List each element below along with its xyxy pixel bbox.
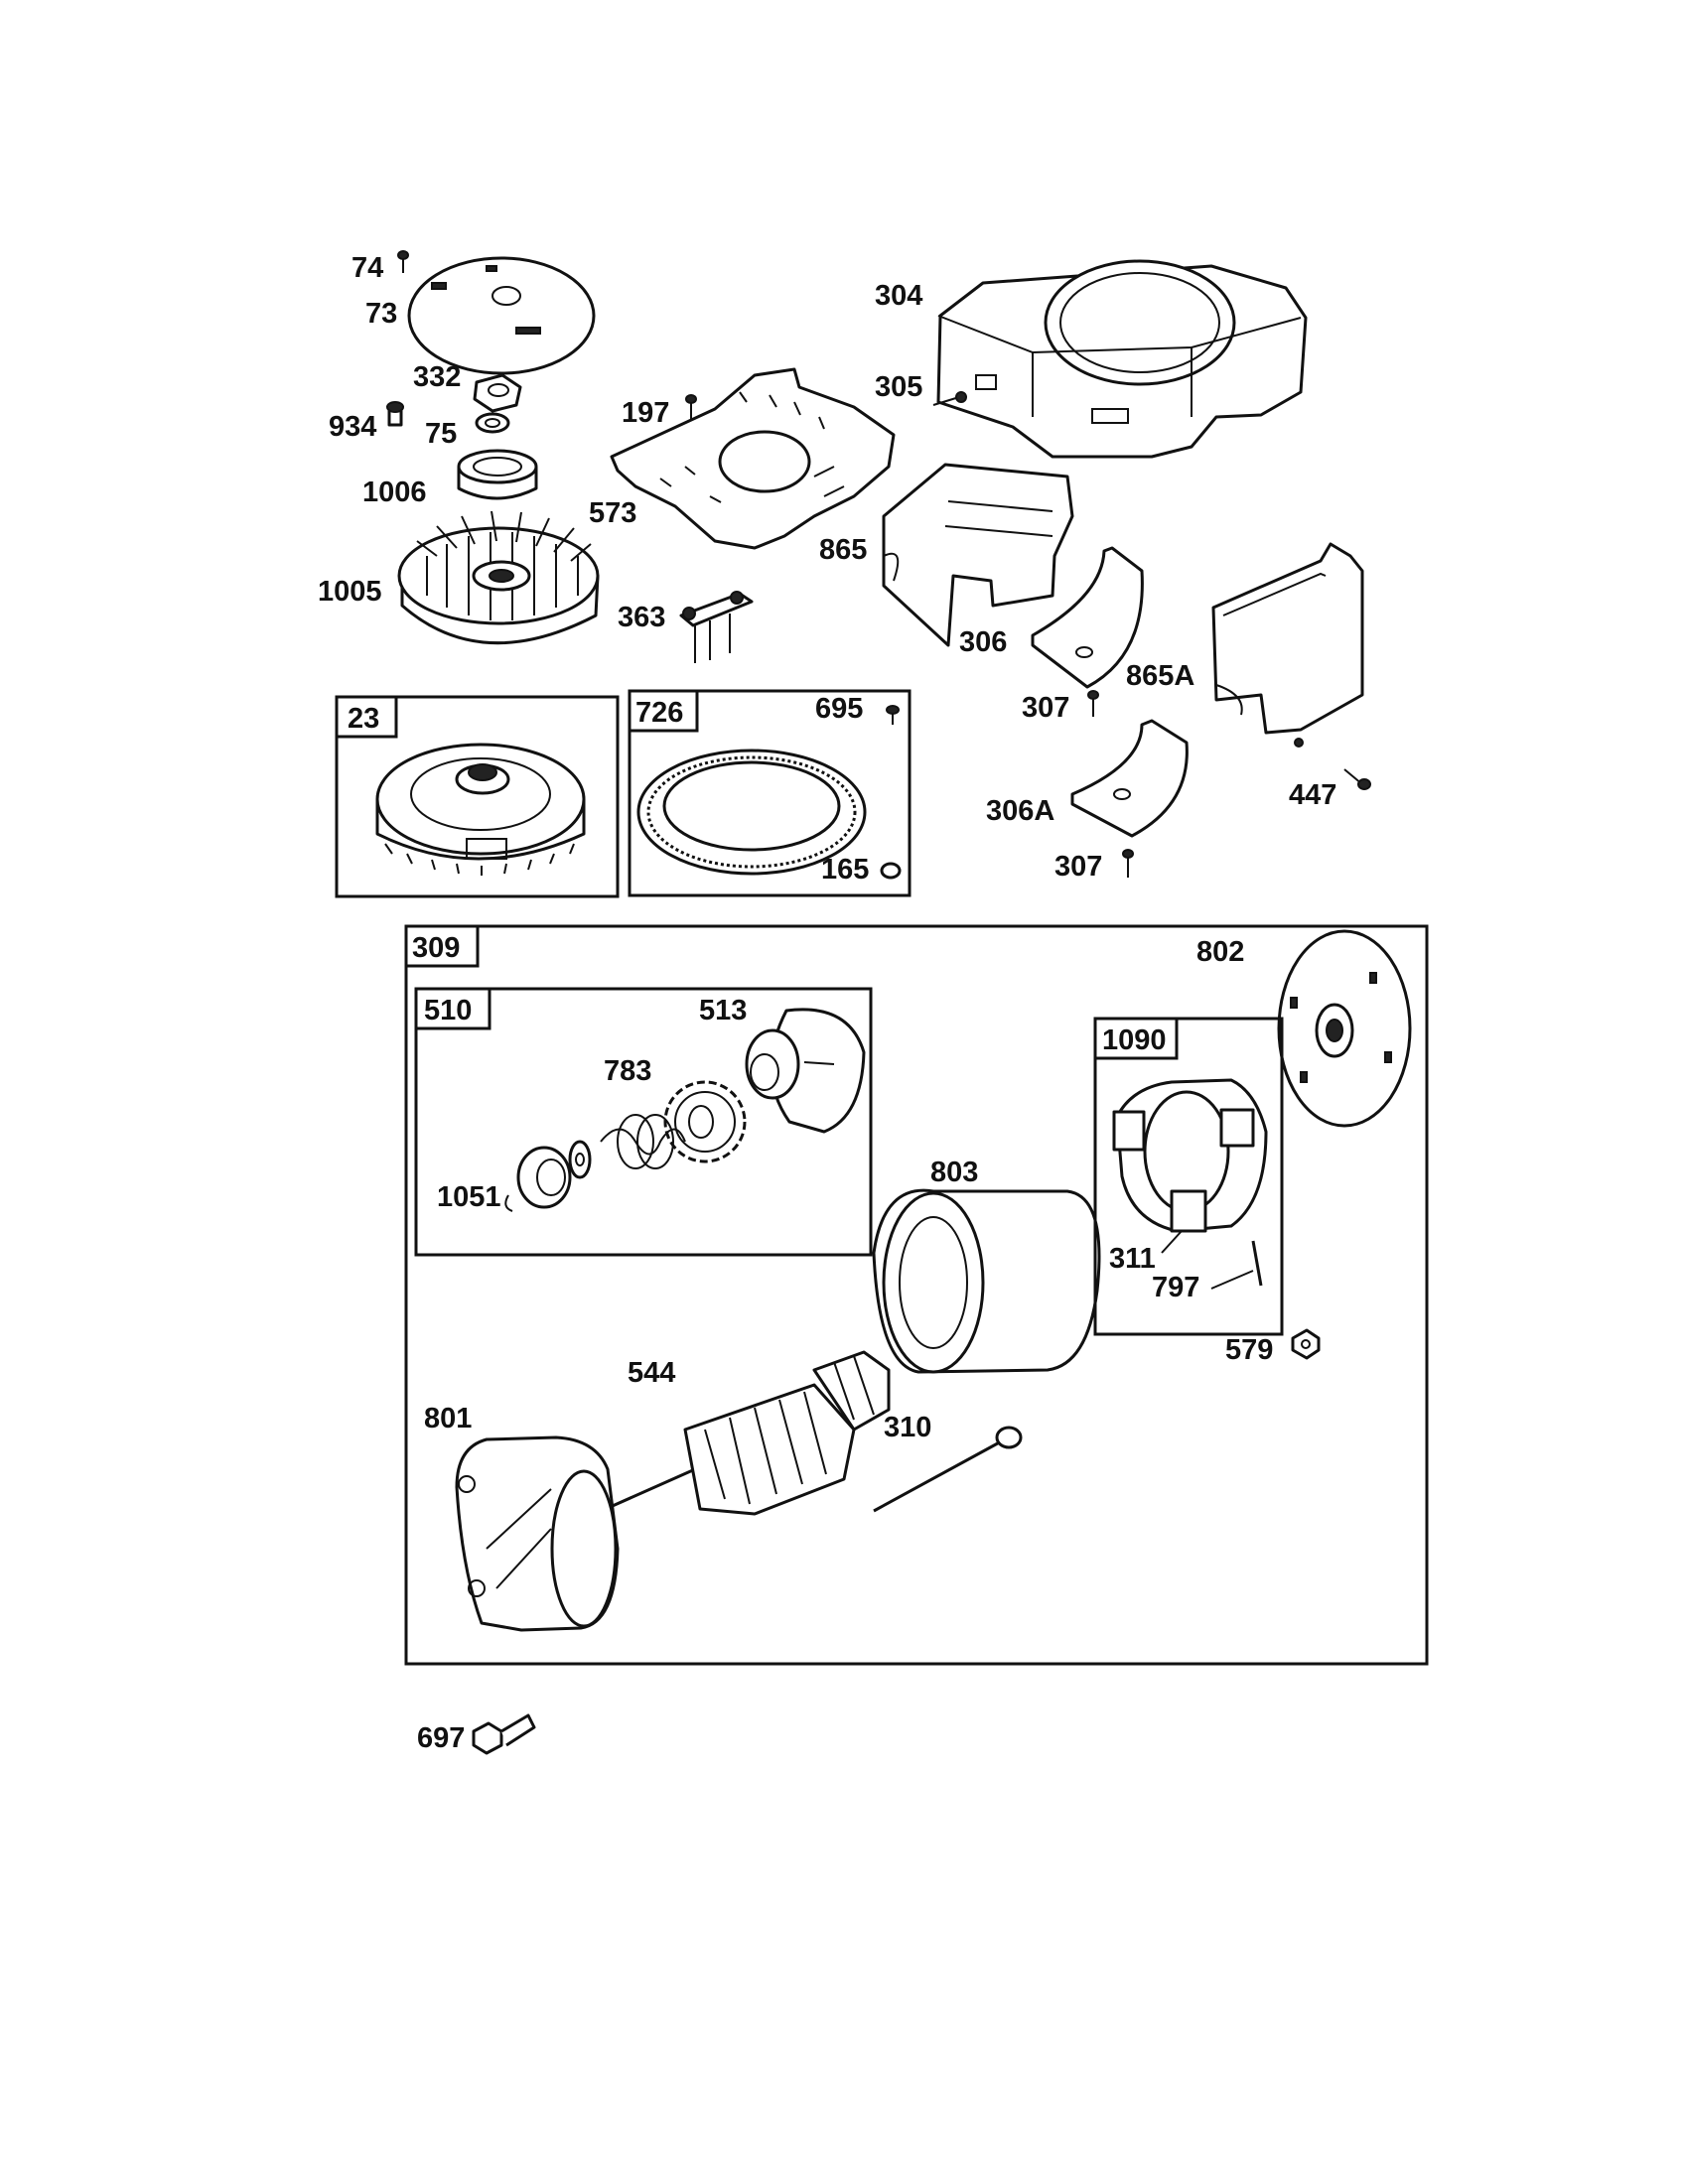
screw-307a-drawing [1087,690,1099,717]
label-75: 75 [425,418,457,450]
box-309 [404,924,1429,1666]
plate-802-drawing [1277,929,1412,1128]
label-697: 697 [417,1722,465,1754]
label-803: 803 [930,1157,978,1188]
nut-332-drawing [473,373,522,413]
label-797: 797 [1152,1272,1199,1303]
washer-75-drawing [475,412,510,434]
leader-797 [1210,1270,1254,1290]
screw-307b-drawing [1122,849,1134,878]
label-363: 363 [618,602,665,633]
label-1006: 1006 [362,477,427,508]
spring-drawing [600,1114,686,1169]
leader-311 [1161,1230,1183,1254]
box-1090-label: 1090 [1102,1024,1167,1056]
label-573: 573 [589,497,636,529]
nut-579-drawing [1291,1328,1321,1360]
label-544: 544 [628,1357,675,1389]
label-865: 865 [819,534,867,566]
box-1090 [1093,1017,1284,1336]
box-23-label: 23 [348,703,379,735]
box-23-tag [335,695,398,739]
label-307-upper: 307 [1022,692,1069,724]
label-311: 311 [1109,1243,1156,1275]
box-1090-tag [1093,1017,1179,1060]
screw-74-drawing [397,250,409,273]
pinion-783-drawing [663,1080,747,1163]
box-309-tag [404,924,480,968]
ring-gear-726-drawing [636,749,867,876]
label-579: 579 [1225,1334,1273,1366]
bolt-934-drawing [386,401,404,427]
label-304: 304 [875,280,922,312]
label-332: 332 [413,361,461,393]
bracket-363-drawing [679,591,754,663]
label-695: 695 [815,693,863,725]
collar-1051-drawing [504,1146,572,1212]
flywheel-23-drawing [375,743,586,876]
washer-drawing [568,1140,592,1179]
label-197: 197 [622,397,669,429]
label-934: 934 [329,411,376,443]
baffle-573-drawing [610,367,896,550]
box-510-label: 510 [424,995,472,1026]
end-cap-801-drawing [455,1435,620,1632]
nut-165-drawing [880,862,902,880]
label-1005: 1005 [318,576,382,608]
drive-housing-513-drawing [745,1008,866,1134]
label-306A: 306A [986,795,1054,827]
frame-803-drawing [872,1188,1101,1374]
box-309-label: 309 [412,932,460,964]
cover-306A-drawing [1070,719,1189,838]
label-802: 802 [1196,936,1244,968]
armature-544-drawing [604,1350,891,1516]
guard-865A-drawing [1211,542,1364,748]
box-726-tag [628,689,699,733]
box-726 [628,689,912,897]
fan-1005-drawing [397,510,600,645]
label-165: 165 [821,854,869,886]
box-23 [335,695,620,898]
label-783: 783 [604,1055,651,1087]
label-447: 447 [1289,779,1336,811]
label-307-lower: 307 [1054,851,1102,883]
label-305: 305 [875,371,922,403]
label-73: 73 [365,298,397,330]
label-513: 513 [699,995,747,1026]
label-865A: 865A [1126,660,1194,692]
guard-865-drawing [882,463,1074,647]
label-1051: 1051 [437,1181,501,1213]
label-801: 801 [424,1403,472,1434]
plate-73-drawing [407,256,596,375]
box-510-tag [414,987,491,1030]
box-726-label: 726 [635,697,683,729]
cup-1006-drawing [457,449,538,500]
label-74: 74 [351,252,383,284]
screw-695-drawing [886,705,900,725]
screw-305-drawing [932,391,967,406]
screw-447-drawing [1343,768,1371,790]
blower-housing-304-drawing [936,259,1308,459]
brush-holder-1090-drawing [1112,1078,1268,1287]
box-510 [414,987,873,1257]
label-306: 306 [959,626,1007,658]
label-310: 310 [884,1412,931,1443]
bolt-697-drawing [472,1713,536,1755]
cover-306-drawing [1031,546,1144,689]
through-bolt-310-drawing [873,1426,1023,1513]
